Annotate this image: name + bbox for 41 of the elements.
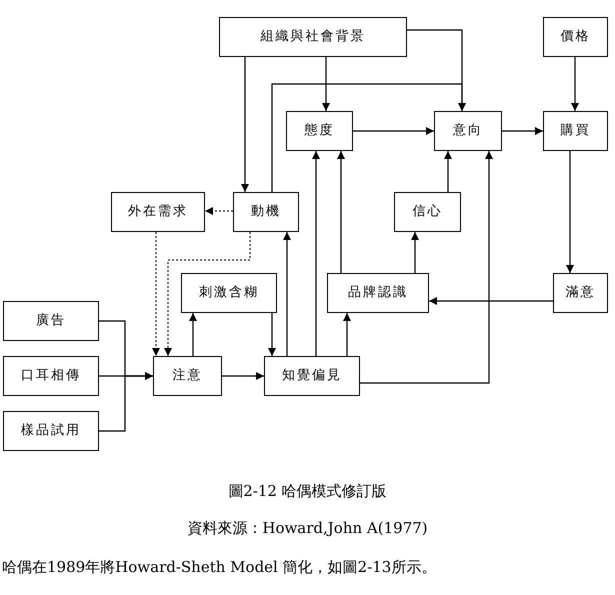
arrow	[283, 232, 291, 356]
process-box: 態度	[286, 111, 353, 151]
source-note: 資料來源：Howard,John A(1977)	[186, 518, 429, 539]
arrow	[571, 57, 579, 111]
process-box: 口耳相傳	[3, 356, 99, 396]
arrow	[353, 127, 434, 135]
arrow	[222, 372, 264, 380]
dotted-arrow	[164, 232, 250, 356]
figure-caption: 圖2-12 哈偶模式修訂版	[227, 481, 388, 502]
arrow	[360, 151, 493, 384]
process-box: 注意	[153, 356, 222, 396]
process-box: 外在需求	[111, 192, 205, 232]
process-box: 品牌認識	[327, 273, 429, 313]
arrow	[268, 313, 276, 356]
arrow	[99, 372, 153, 432]
process-box: 購買	[543, 111, 608, 151]
arrow	[343, 313, 351, 356]
process-box: 滿意	[553, 273, 608, 313]
arrow	[189, 313, 197, 356]
arrow	[271, 83, 466, 192]
process-box: 組織與社會背景	[219, 17, 407, 57]
dotted-arrow	[204, 207, 234, 215]
arrow	[502, 127, 543, 135]
process-box: 知覺偏見	[264, 356, 360, 396]
arrow	[429, 297, 553, 305]
process-box: 樣品試用	[3, 411, 99, 451]
process-box: 價格	[543, 17, 608, 57]
process-box: 刺激含糊	[181, 273, 277, 313]
arrow	[312, 151, 320, 356]
process-box: 信心	[394, 192, 461, 232]
process-box: 廣告	[3, 301, 99, 341]
arrow	[444, 151, 452, 192]
arrow	[566, 151, 574, 273]
dotted-arrow	[152, 232, 160, 356]
body-text: 哈偶在1989年將Howard-Sheth Model 簡化，如圖2-13所示。	[2, 557, 436, 578]
process-box: 動機	[233, 192, 299, 232]
arrow	[411, 232, 419, 273]
arrow	[322, 57, 330, 111]
arrow	[337, 151, 345, 273]
process-box: 意向	[434, 111, 502, 151]
arrow	[241, 57, 249, 192]
